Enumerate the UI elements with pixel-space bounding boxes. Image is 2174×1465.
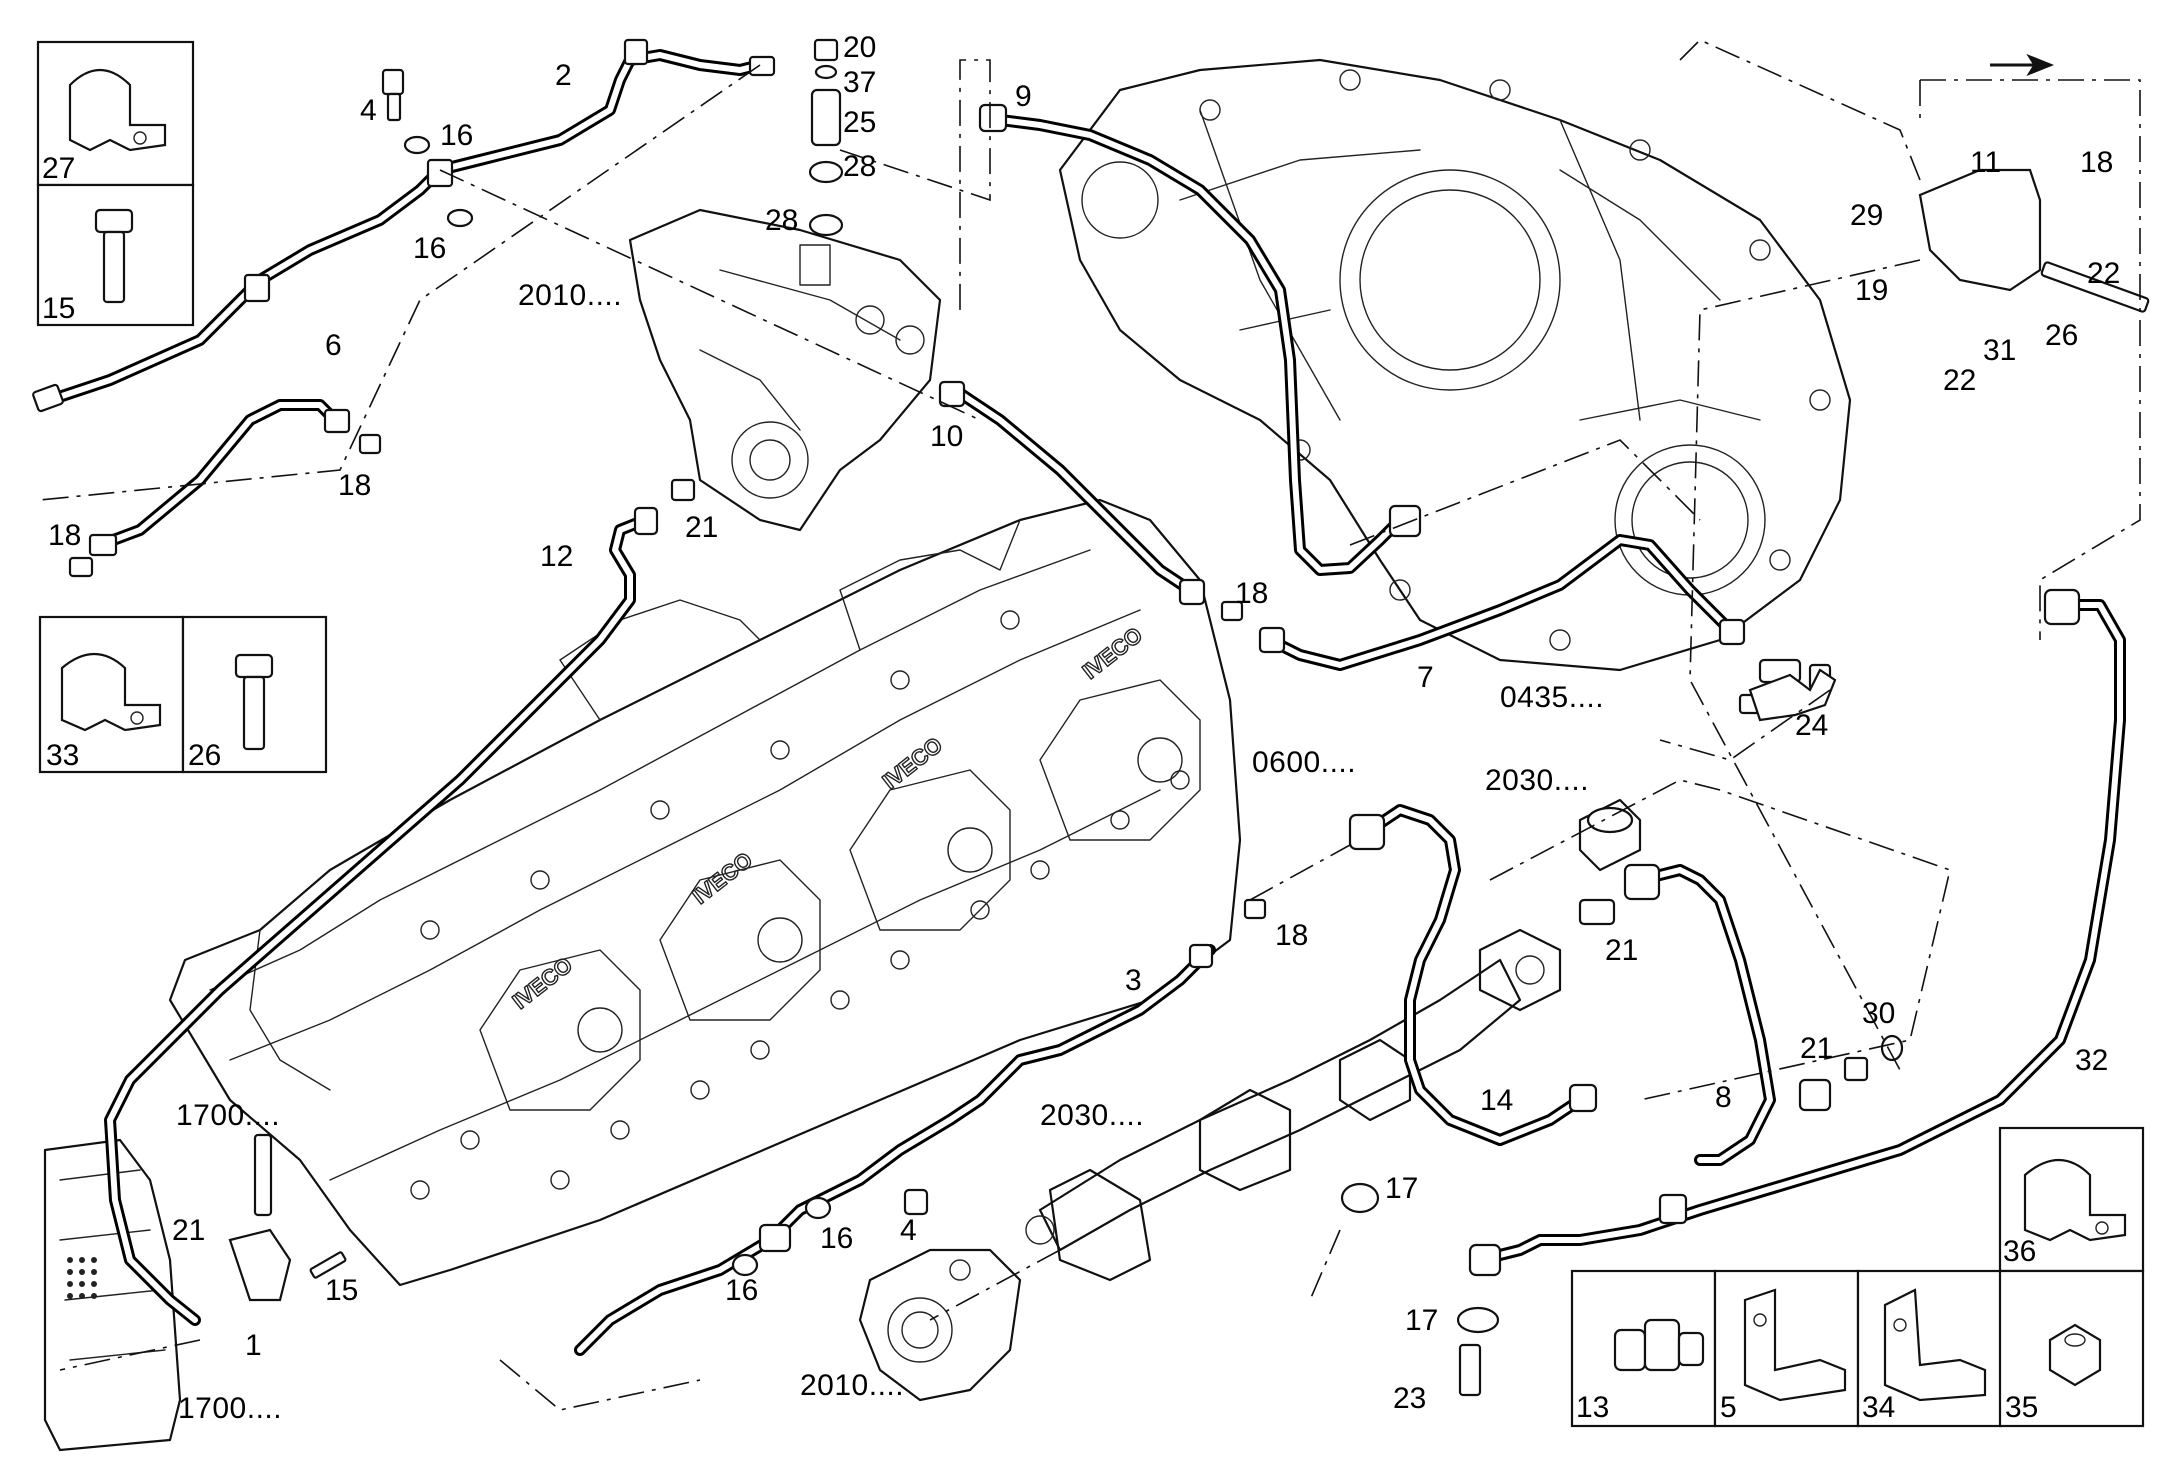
box-label-33: 33: [46, 739, 79, 772]
callout-4: 4: [900, 1214, 917, 1247]
detail-box-mid-left: 33 26: [38, 615, 328, 774]
callout-20: 20: [843, 31, 876, 64]
ref-1700-upper: 1700....: [176, 1099, 280, 1132]
callout-28: 28: [843, 150, 876, 183]
connector-pins: [67, 1257, 97, 1299]
nut-icon: [2048, 1323, 2102, 1387]
box-label-34: 34: [1862, 1391, 1895, 1424]
box-label-36: 36: [2003, 1235, 2036, 1268]
box-label-5: 5: [1720, 1391, 1737, 1424]
pipe-6: [94, 399, 341, 551]
ref-1700-lower: 1700....: [178, 1392, 282, 1425]
angle-bracket-icon: [1883, 1288, 1987, 1402]
callout-8: 8: [1715, 1081, 1732, 1114]
pipe-10: [949, 384, 1196, 596]
callout-18: 18: [1275, 919, 1308, 952]
callout-9: 9: [1015, 80, 1032, 113]
callout-21: 21: [172, 1214, 205, 1247]
ref-2010-bottom: 2010....: [800, 1369, 904, 1402]
part-callouts: 2 4 16 16 6 18 18 20 37 25 28 28 9 10 12…: [48, 31, 2120, 1415]
callout-21: 21: [685, 511, 718, 544]
box-label-27: 27: [42, 152, 75, 185]
callout-19: 19: [1855, 274, 1888, 307]
callout-18: 18: [2080, 146, 2113, 179]
pipe-clamp-icon: [60, 653, 162, 732]
svg-text:IVECO: IVECO: [508, 952, 577, 1014]
callout-14: 14: [1480, 1084, 1513, 1117]
callout-21: 21: [1800, 1032, 1833, 1065]
callout-22: 22: [1943, 364, 1976, 397]
callout-16: 16: [820, 1222, 853, 1255]
fuel-pipes: [44, 49, 2126, 1356]
callout-21: 21: [1605, 934, 1638, 967]
ref-2030-upper: 2030....: [1485, 764, 1589, 797]
temperature-sensor-1: [228, 1228, 292, 1302]
direction-arrow: [1990, 53, 2055, 77]
ref-2010-top: 2010....: [518, 279, 622, 312]
high-pressure-pump: [628, 208, 942, 532]
ref-0435: 0435....: [1500, 681, 1604, 714]
callout-32: 32: [2075, 1044, 2108, 1077]
bolt-icon: [234, 653, 274, 679]
callout-10: 10: [930, 420, 963, 453]
reference-labels: 2010.... 0600.... 0435.... 2030.... 2030…: [176, 279, 1604, 1425]
callout-24: 24: [1795, 709, 1828, 742]
tee-fitting-24: [1748, 668, 1837, 722]
common-rail: [1025, 928, 1562, 1282]
bracket-11: [1918, 168, 2042, 292]
callout-12: 12: [540, 540, 573, 573]
detail-box-top-left: 27 15: [36, 40, 195, 327]
ref-0600: 0600....: [1252, 746, 1356, 779]
callout-37: 37: [843, 66, 876, 99]
bolt-icon: [94, 208, 134, 234]
callout-17: 17: [1385, 1172, 1418, 1205]
detail-box-bottom-right: 36 13 5 34 35: [1570, 1126, 2145, 1428]
callout-17: 17: [1405, 1304, 1438, 1337]
callout-30: 30: [1862, 997, 1895, 1030]
callout-4: 4: [360, 94, 377, 127]
box-label-35: 35: [2005, 1391, 2038, 1424]
pressure-sensor: [1578, 798, 1642, 872]
callout-31: 31: [1983, 334, 2016, 367]
union-icon: [1613, 1318, 1705, 1372]
callout-18: 18: [1235, 577, 1268, 610]
box-label-26: 26: [188, 739, 221, 772]
callout-25: 25: [843, 106, 876, 139]
callout-22: 22: [2087, 257, 2120, 290]
callout-23: 23: [1393, 1382, 1426, 1415]
callout-29: 29: [1850, 199, 1883, 232]
callout-16: 16: [725, 1274, 758, 1307]
callout-28: 28: [765, 204, 798, 237]
pipe-clamp-icon: [2023, 1159, 2127, 1242]
callout-16: 16: [413, 232, 446, 265]
callout-18: 18: [338, 469, 371, 502]
callout-1: 1: [245, 1329, 262, 1362]
flywheel-housing: [1058, 58, 1852, 672]
callout-15: 15: [325, 1274, 358, 1307]
callout-26: 26: [2045, 319, 2078, 352]
callout-16: 16: [440, 119, 473, 152]
callout-11: 11: [1970, 146, 2001, 179]
callout-18: 18: [48, 519, 81, 552]
box-label-13: 13: [1576, 1391, 1609, 1424]
head-bolts: [410, 610, 1190, 1200]
box-label-15: 15: [42, 292, 75, 325]
fittings: [32, 38, 2150, 1397]
pipe-8: [1634, 864, 1776, 1166]
engine-ecu: [43, 1138, 182, 1452]
pipe-clamp-icon: [68, 69, 167, 152]
bracket-icon: [1743, 1288, 1847, 1402]
ref-2030-lower: 2030....: [1040, 1099, 1144, 1132]
pressure-relief-valve: [858, 1248, 1022, 1402]
pipe-14: [1364, 804, 1586, 1146]
leader-dash-lines: [39, 39, 2141, 1411]
callout-3: 3: [1125, 964, 1142, 997]
svg-text:IVECO: IVECO: [688, 847, 757, 909]
callout-2: 2: [555, 59, 572, 92]
callout-7: 7: [1417, 661, 1434, 694]
callout-6: 6: [325, 329, 342, 362]
